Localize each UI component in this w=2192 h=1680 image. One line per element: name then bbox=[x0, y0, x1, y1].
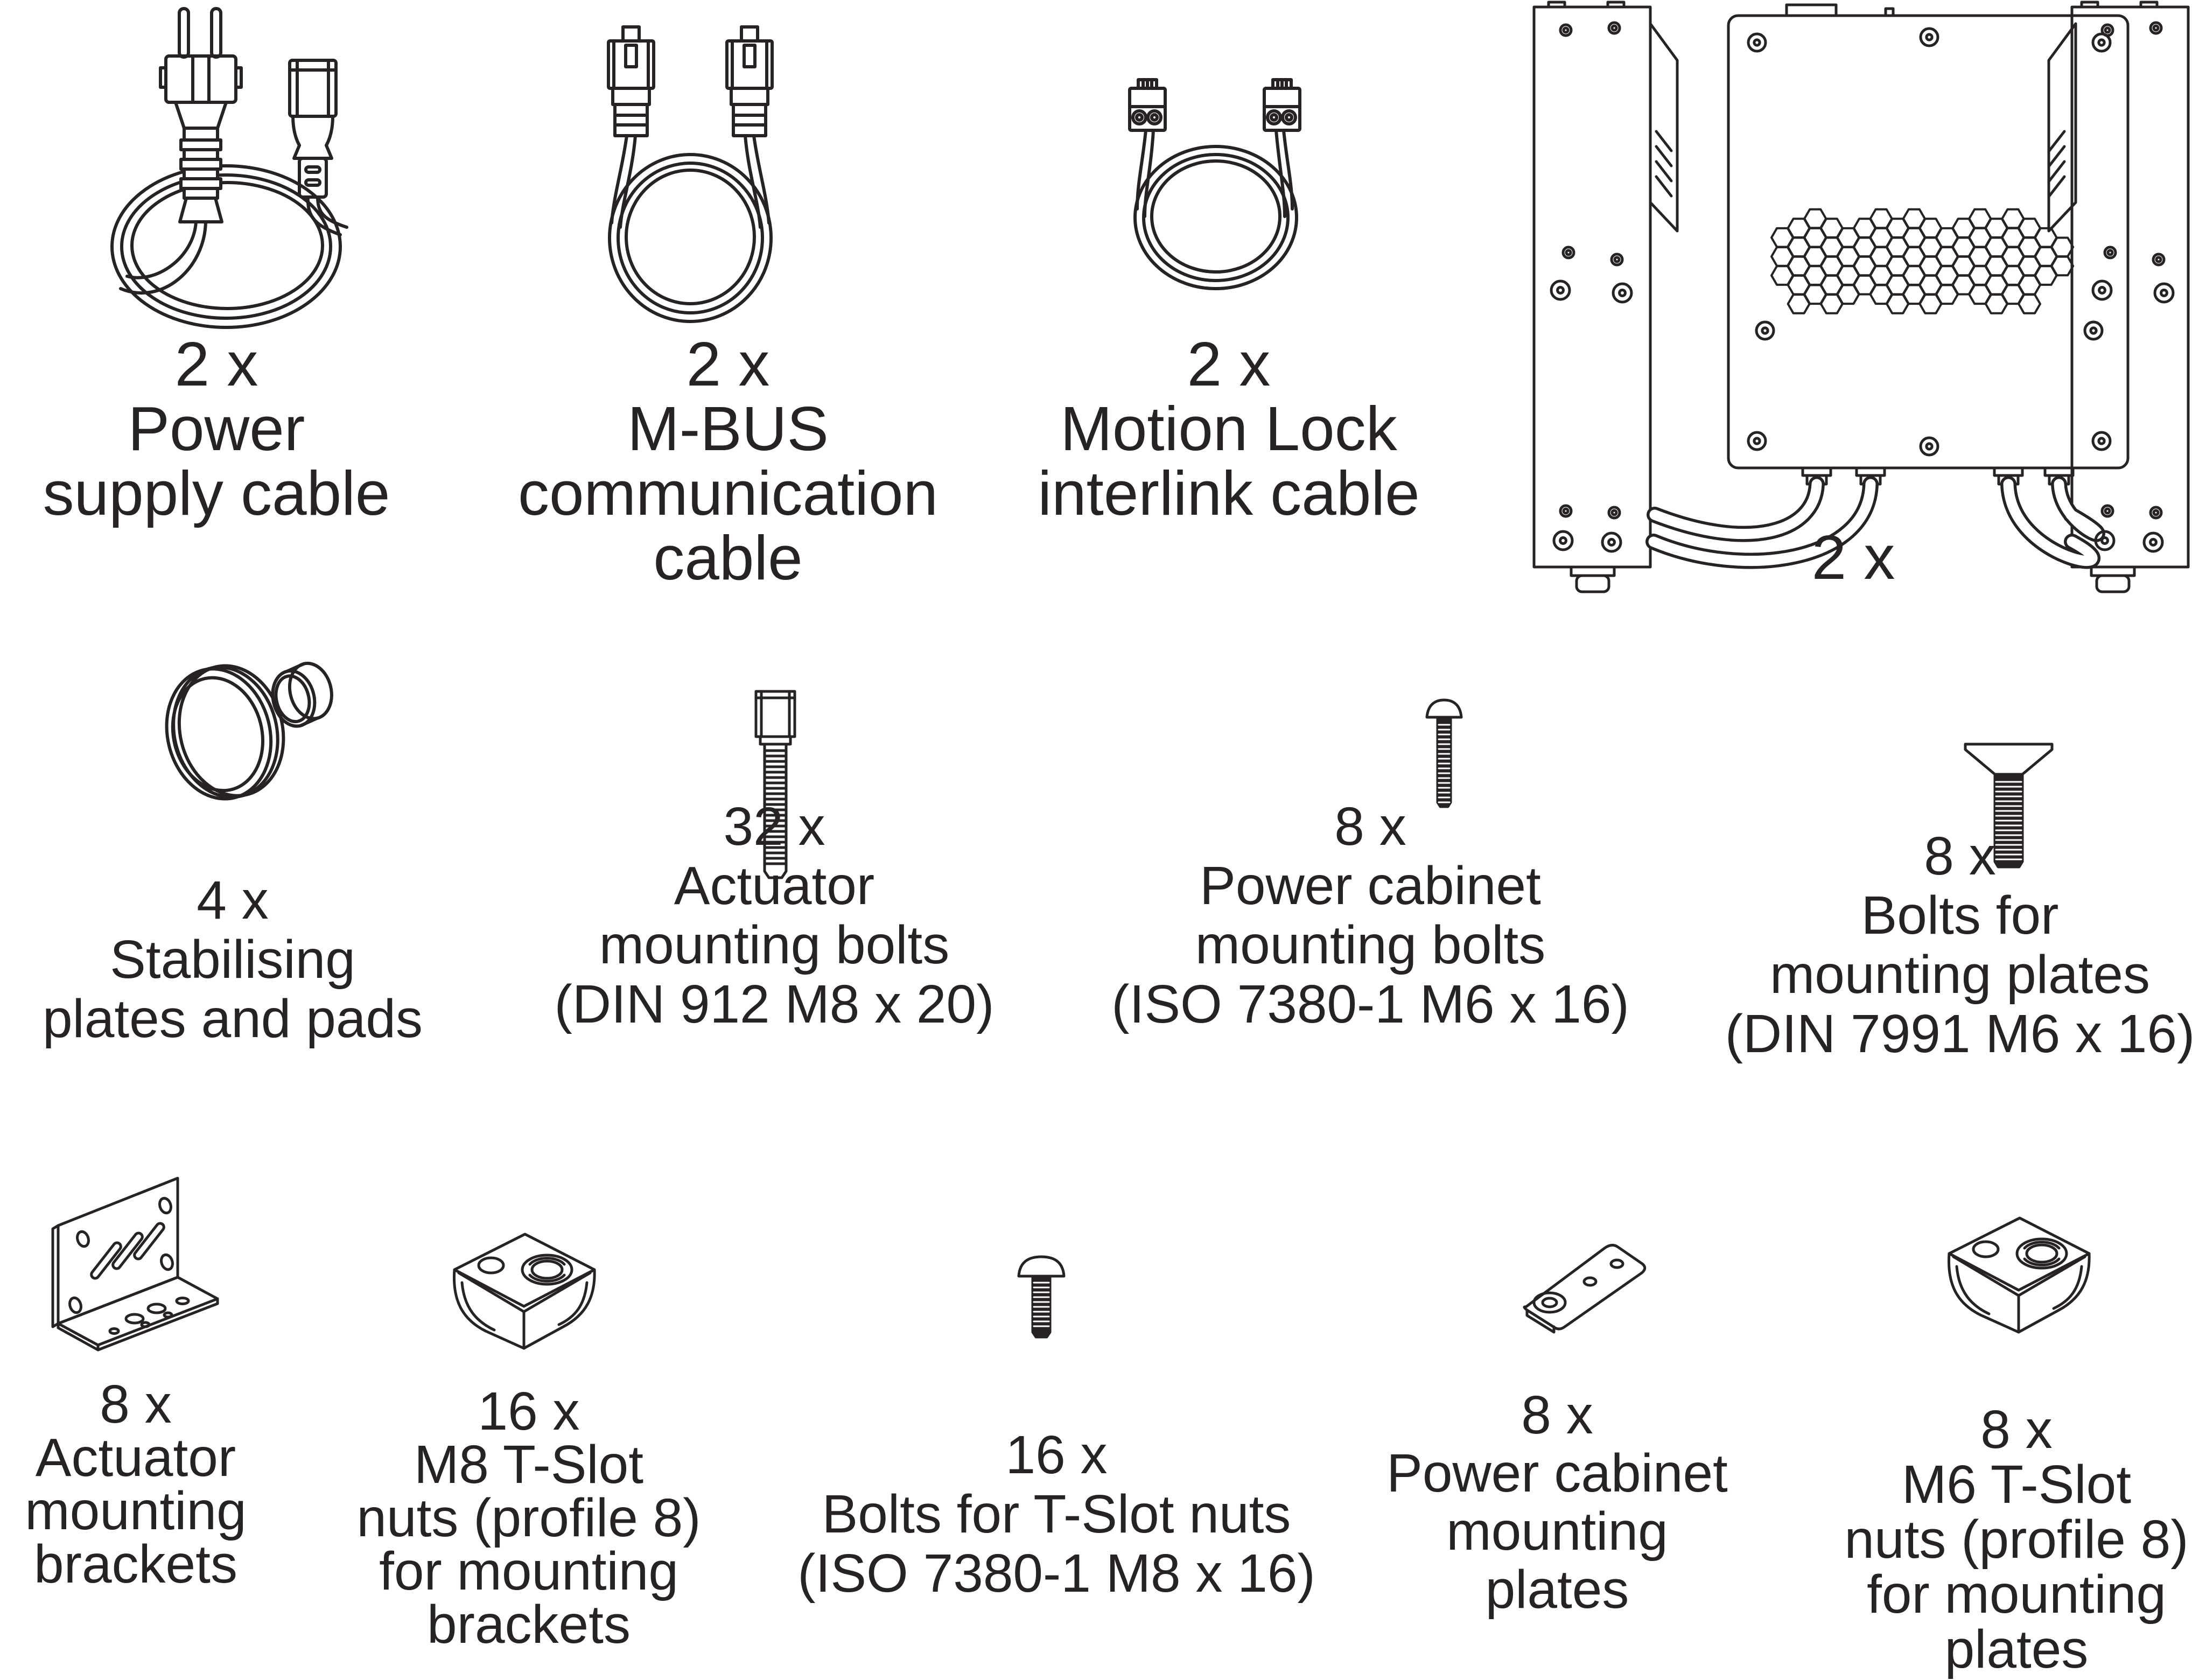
button-head-bolt-small-drawing bbox=[1425, 698, 1463, 808]
t-slot-nut-m6-drawing bbox=[1947, 1216, 2091, 1334]
item-name-line: Motion Lock bbox=[1060, 394, 1397, 464]
mbus-cable-drawing bbox=[607, 25, 774, 323]
screws bbox=[1550, 21, 2175, 553]
item-name-line: Power cabinet bbox=[1386, 1443, 1728, 1503]
actuator-column-right bbox=[2047, 1, 2190, 593]
socket-head-bolt-drawing bbox=[754, 690, 796, 879]
item-quantity: 8 x bbox=[1334, 796, 1406, 857]
item-name-line: supply cable bbox=[43, 458, 390, 528]
item-name-line: Stabilising bbox=[110, 929, 355, 990]
item-name-line: mounting bbox=[1446, 1501, 1668, 1562]
item-quantity: 32 x bbox=[723, 796, 825, 857]
item-name-line: cable bbox=[653, 523, 803, 593]
item-quantity: 8 x bbox=[100, 1374, 172, 1434]
item-name-line: Power cabinet bbox=[1200, 856, 1541, 916]
item-quantity: 4 x bbox=[197, 870, 269, 930]
rj45-connector-icon bbox=[607, 25, 655, 229]
cabinet-box bbox=[1727, 3, 2130, 470]
item-name-line: Actuator bbox=[674, 856, 875, 916]
power-cabinet-assembly-drawing bbox=[1532, 1, 2190, 593]
item-name-line: plates bbox=[1944, 1619, 2089, 1679]
item-name-line: for mounting bbox=[1867, 1564, 2166, 1625]
c13-connector-icon bbox=[288, 59, 348, 236]
item-name-line: M8 T-Slot bbox=[414, 1434, 644, 1495]
power-supply-cable-drawing bbox=[110, 7, 348, 329]
item-name-line: mounting bolts bbox=[1195, 915, 1546, 975]
item-name-line: (DIN 7991 M6 x 16) bbox=[1725, 1004, 2192, 1064]
item-name-line: mounting bolts bbox=[599, 915, 950, 975]
item-name-line: nuts (profile 8) bbox=[356, 1488, 701, 1548]
interlink-plug-icon bbox=[1263, 78, 1301, 218]
item-name-line: brackets bbox=[427, 1594, 631, 1655]
actuator-bracket-drawing bbox=[51, 1177, 219, 1352]
item-name-line: (DIN 912 M8 x 20) bbox=[554, 974, 995, 1034]
rj45-connector-icon bbox=[725, 25, 774, 229]
stabilising-pad-icon bbox=[271, 661, 333, 728]
item-name-line: Power bbox=[128, 394, 305, 464]
motion-lock-cable-drawing bbox=[1128, 78, 1301, 290]
item-quantity: 8 x bbox=[1521, 1385, 1593, 1445]
item-name-line: nuts (profile 8) bbox=[1844, 1509, 2189, 1570]
t-slot-nut-m8-drawing bbox=[452, 1233, 596, 1350]
item-quantity: 8 x bbox=[1924, 826, 1996, 886]
mounting-plate-drawing bbox=[1523, 1244, 1647, 1334]
item-name-line: plates bbox=[1485, 1559, 1629, 1620]
item-quantity: 2 x bbox=[686, 329, 770, 399]
item-name-line: Bolts for T-Slot nuts bbox=[822, 1484, 1291, 1544]
item-quantity: 2 x bbox=[1187, 329, 1271, 399]
interlink-plug-icon bbox=[1128, 78, 1167, 218]
item-name-line: Actuator bbox=[35, 1427, 236, 1488]
item-name-line: (ISO 7380-1 M6 x 16) bbox=[1111, 974, 1629, 1034]
item-name-line: M-BUS bbox=[627, 394, 829, 464]
stabilising-plate-icon bbox=[165, 664, 285, 801]
button-head-bolt-large-drawing bbox=[1017, 1255, 1066, 1339]
actuator-cables bbox=[1645, 476, 2105, 569]
item-name-line: interlink cable bbox=[1038, 458, 1420, 528]
stabilising-plate-pad-drawing bbox=[165, 661, 333, 801]
label-power-cabinet-qty: 2 x bbox=[1812, 525, 1895, 590]
item-quantity: 8 x bbox=[1980, 1399, 2053, 1460]
item-name-line: mounting plates bbox=[1769, 944, 2150, 1005]
item-name-line: mounting bbox=[25, 1481, 247, 1541]
countersunk-bolt-drawing bbox=[1964, 743, 2054, 869]
item-quantity: 2 x bbox=[1811, 522, 1895, 592]
item-name-line: (ISO 7380-1 M8 x 16) bbox=[797, 1543, 1315, 1604]
item-quantity: 16 x bbox=[1005, 1425, 1108, 1485]
item-name-line: communication bbox=[517, 458, 939, 528]
cable-glands bbox=[1801, 466, 2075, 486]
item-name-line: brackets bbox=[34, 1534, 237, 1594]
item-quantity: 2 x bbox=[174, 329, 258, 399]
vent-hex-pattern bbox=[1770, 208, 2075, 314]
item-name-line: M6 T-Slot bbox=[1901, 1454, 2132, 1515]
eu-plug-icon bbox=[119, 7, 243, 295]
item-name-line: Bolts for bbox=[1861, 885, 2059, 946]
item-quantity: 16 x bbox=[478, 1381, 580, 1441]
actuator-column-left bbox=[1532, 1, 1679, 593]
item-name-line: for mounting bbox=[379, 1541, 678, 1601]
item-name-line: plates and pads bbox=[42, 989, 423, 1049]
